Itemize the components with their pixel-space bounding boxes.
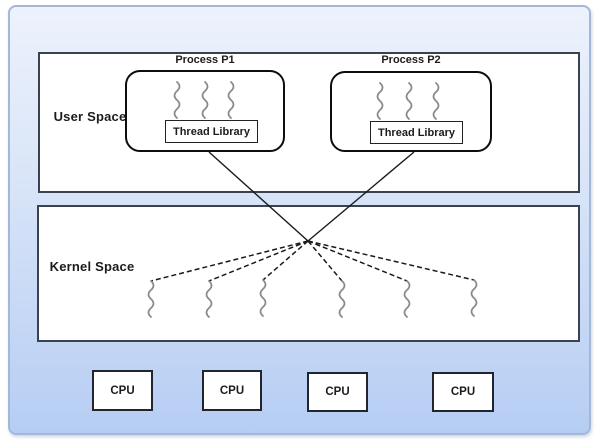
process-p2-label: Process P2 bbox=[381, 54, 441, 66]
user-space-label: User Space bbox=[53, 109, 127, 124]
cpu-box-4: CPU bbox=[432, 372, 494, 412]
thread-library-p2-label: Thread Library bbox=[377, 126, 456, 139]
cpu-box-1: CPU bbox=[92, 370, 153, 411]
thread-library-p1-label: Thread Library bbox=[172, 125, 251, 138]
cpu-4-label: CPU bbox=[450, 386, 476, 398]
cpu-box-2: CPU bbox=[202, 370, 262, 411]
kernel-space-label: Kernel Space bbox=[49, 259, 135, 274]
thread-library-p1-box: Thread Library bbox=[165, 120, 258, 143]
cpu-2-label: CPU bbox=[219, 384, 245, 397]
cpu-3-label: CPU bbox=[325, 386, 350, 398]
cpu-1-label: CPU bbox=[110, 384, 135, 397]
cpu-box-3: CPU bbox=[307, 372, 368, 412]
thread-library-p2-box: Thread Library bbox=[370, 121, 463, 144]
process-p1-label: Process P1 bbox=[175, 54, 235, 66]
